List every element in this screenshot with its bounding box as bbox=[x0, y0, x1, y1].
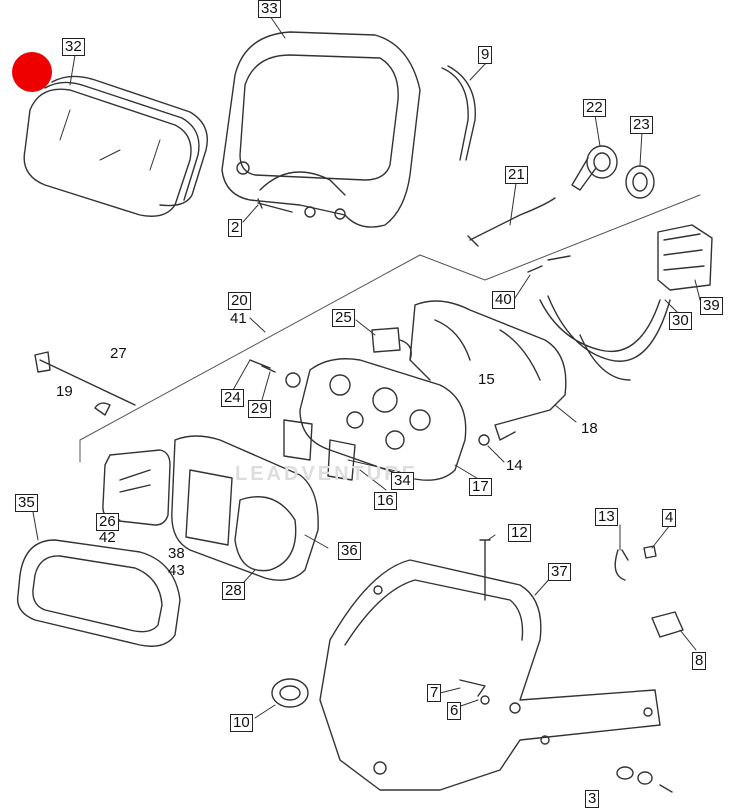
callout-3[interactable]: 3 bbox=[585, 790, 600, 808]
harness-part-30 bbox=[539, 295, 671, 381]
grommet-part-10 bbox=[271, 678, 309, 708]
callout-17[interactable]: 17 bbox=[469, 478, 492, 496]
connector-part-39 bbox=[657, 224, 713, 291]
callout-4[interactable]: 4 bbox=[662, 509, 677, 527]
callout-30[interactable]: 30 bbox=[669, 312, 692, 330]
lens-part-32 bbox=[23, 75, 208, 217]
module-part-25 bbox=[371, 327, 412, 361]
callout-36[interactable]: 36 bbox=[338, 542, 361, 560]
grommet-part-29 bbox=[285, 372, 301, 388]
callout-13[interactable]: 13 bbox=[595, 508, 618, 526]
callout-20[interactable]: 20 bbox=[228, 292, 251, 310]
plate-part-16 bbox=[283, 419, 313, 461]
frame-part-18 bbox=[409, 300, 567, 441]
board-part-38 bbox=[185, 469, 233, 546]
label-15: 15 bbox=[478, 371, 495, 388]
gauge-part-26 bbox=[102, 449, 171, 526]
washer-part-23 bbox=[625, 165, 655, 199]
callout-23[interactable]: 23 bbox=[630, 116, 653, 134]
wire-part-21 bbox=[467, 197, 556, 247]
label-18: 18 bbox=[581, 420, 598, 437]
callout-24[interactable]: 24 bbox=[221, 389, 244, 407]
cover-part-33 bbox=[221, 31, 421, 228]
callout-22[interactable]: 22 bbox=[583, 99, 606, 117]
spring-part-13 bbox=[614, 549, 629, 581]
nut-part-6 bbox=[480, 695, 490, 705]
callout-28[interactable]: 28 bbox=[222, 582, 245, 600]
watermark: LEADVENTURE bbox=[235, 463, 419, 485]
label-14: 14 bbox=[506, 457, 523, 474]
callout-29[interactable]: 29 bbox=[248, 400, 271, 418]
label-42: 42 bbox=[99, 529, 116, 546]
fitting-part-40 bbox=[527, 255, 571, 273]
pad-part-8 bbox=[651, 611, 684, 638]
red-dot-marker bbox=[12, 52, 52, 92]
label-43: 43 bbox=[168, 562, 185, 579]
label-38: 38 bbox=[168, 545, 185, 562]
callout-32[interactable]: 32 bbox=[62, 38, 85, 56]
washers-part-3 bbox=[616, 766, 673, 793]
label-19: 19 bbox=[56, 383, 73, 400]
bezel-part-35 bbox=[16, 539, 181, 647]
bracket-part-37 bbox=[319, 559, 661, 791]
label-27: 27 bbox=[110, 345, 127, 362]
housing-part-17 bbox=[299, 358, 467, 481]
bulb-part-24 bbox=[249, 359, 276, 373]
label-41: 41 bbox=[230, 310, 247, 327]
gauge-housing-part-36 bbox=[171, 435, 319, 581]
callout-7[interactable]: 7 bbox=[427, 684, 442, 702]
cable-part-27 bbox=[34, 351, 136, 406]
callout-39[interactable]: 39 bbox=[700, 297, 723, 315]
callout-16[interactable]: 16 bbox=[374, 492, 397, 510]
callout-9[interactable]: 9 bbox=[478, 46, 493, 64]
callout-10[interactable]: 10 bbox=[230, 714, 253, 732]
callout-12[interactable]: 12 bbox=[508, 524, 531, 542]
tube-part-9 bbox=[441, 65, 476, 161]
callout-37[interactable]: 37 bbox=[548, 563, 571, 581]
callout-35[interactable]: 35 bbox=[15, 494, 38, 512]
plate-part-34 bbox=[327, 439, 356, 481]
callout-33[interactable]: 33 bbox=[258, 0, 281, 18]
nut-part-14 bbox=[478, 434, 490, 446]
nut-part-4 bbox=[643, 545, 657, 559]
screw-part-2 bbox=[257, 198, 293, 213]
socket-part-22 bbox=[571, 145, 618, 191]
bolt-part-12 bbox=[479, 539, 491, 601]
clip-part-19 bbox=[94, 402, 111, 416]
callout-25[interactable]: 25 bbox=[332, 309, 355, 327]
callout-6[interactable]: 6 bbox=[447, 702, 462, 720]
callout-34[interactable]: 34 bbox=[391, 472, 414, 490]
clip-part-7 bbox=[459, 679, 486, 697]
callout-8[interactable]: 8 bbox=[692, 652, 707, 670]
callout-21[interactable]: 21 bbox=[505, 166, 528, 184]
callout-40[interactable]: 40 bbox=[492, 291, 515, 309]
callout-26[interactable]: 26 bbox=[96, 513, 119, 531]
leader-lines bbox=[32, 15, 701, 719]
callout-2[interactable]: 2 bbox=[228, 219, 243, 237]
